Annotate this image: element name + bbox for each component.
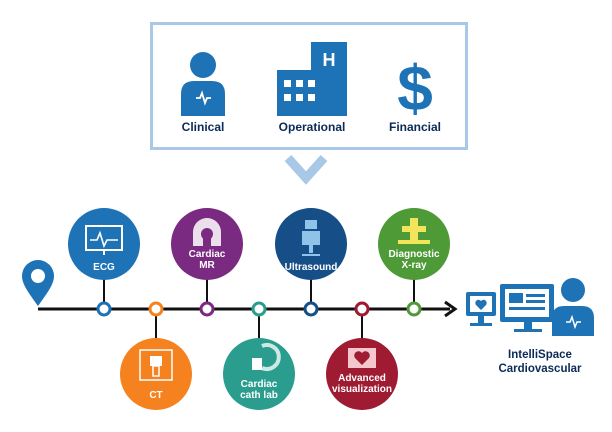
node-label-cardiac-cath-lab-line1: Cardiac [241,379,278,390]
node-label-cardiac-cath-lab-line2: cath lab [240,390,278,401]
category-label-operational: Operational [278,120,346,134]
svg-text:$: $ [397,52,433,118]
timeline-node-cardiac-mr: Cardiac MR [171,208,243,317]
category-label-clinical: Clinical [181,120,225,134]
timeline-node-cardiac-cath-lab: Cardiac cath lab [223,301,295,410]
clinician-icon [181,52,225,116]
timeline-arrowhead [444,300,458,318]
ultrasound-machine-icon [302,220,320,256]
dollar-icon: $ [397,52,433,124]
svg-text:H: H [323,50,336,70]
workstation-clinician-icon [466,278,594,336]
node-label-advanced-visualization-line2: visualization [332,384,392,395]
node-label-ct: CT [149,390,162,401]
category-financial: $ [360,48,470,124]
location-pin-icon [22,260,54,306]
node-label-diagnostic-xray-line2: X-ray [401,260,426,271]
cath-lab-icon [252,343,281,371]
node-label-ultrasound: Ultrasound [285,262,338,273]
category-clinical [148,48,258,123]
endpoint-title: IntelliSpace Cardiovascular [480,348,600,376]
endpoint-title-line1: IntelliSpace [508,349,572,361]
ct-scanner-icon [139,349,173,381]
endpoint-title-line2: Cardiovascular [498,363,582,375]
mr-scanner-icon [193,218,221,246]
node-label-cardiac-mr-line1: Cardiac [189,249,226,260]
timeline-node-ct: CT [120,301,192,410]
ecg-monitor-icon [85,225,123,255]
timeline-node-ecg: ECG [68,208,140,317]
category-operational: H [257,40,367,123]
heart-screen-icon [348,348,376,368]
timeline-node-diagnostic-xray: Diagnostic X-ray [378,208,450,317]
timeline-node-advanced-visualization: Advanced visualization [326,301,398,410]
hospital-building-icon: H [277,42,347,116]
category-label-financial: Financial [388,120,441,134]
node-label-diagnostic-xray-line1: Diagnostic [388,249,440,260]
chevron-down-icon [284,154,328,185]
xray-system-icon [398,218,430,244]
timeline-node-ultrasound: Ultrasound [275,208,347,317]
node-label-cardiac-mr-line2: MR [199,260,215,271]
node-label-advanced-visualization-line1: Advanced [338,373,386,384]
node-label-ecg: ECG [93,262,115,273]
